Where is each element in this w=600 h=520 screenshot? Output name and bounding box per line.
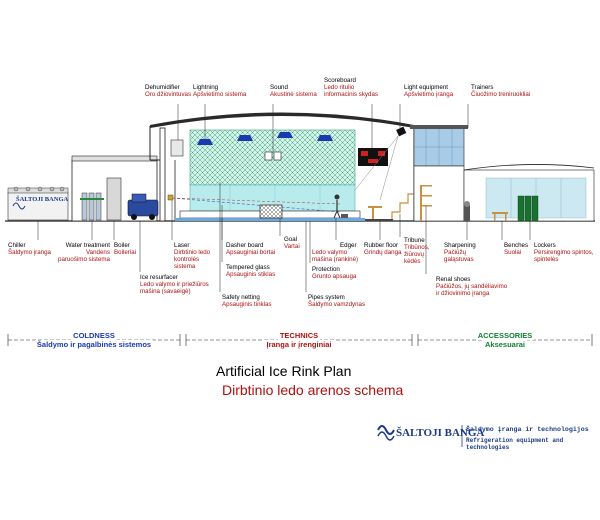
chiller-unit <box>7 186 69 221</box>
section-coldness: COLDNESS Šaldymo ir pagalbinės sistemos <box>34 331 154 349</box>
goal <box>259 204 283 219</box>
edger-operator <box>333 194 348 219</box>
lockers <box>517 195 539 222</box>
page-subtitle: Dirbtinio ledo arenos schema <box>222 382 404 398</box>
leader-lines <box>37 104 531 292</box>
spotlight <box>354 126 407 201</box>
page-title: Artificial Ice Rink Plan <box>216 363 352 379</box>
company-logo: ŠALTOJI BANGA <box>396 427 485 439</box>
scoreboard <box>358 148 388 166</box>
bench <box>492 212 508 214</box>
company-tagline-lt: Šaldymo įranga ir technologijos <box>466 426 589 433</box>
boiler <box>106 177 122 221</box>
coldness-building <box>7 155 176 222</box>
speakers <box>264 128 282 161</box>
arena-roof <box>150 112 414 128</box>
water-treatment-tanks <box>80 192 104 221</box>
arena <box>149 112 415 222</box>
section-technics: TECHNICS Įranga ir įrenginiai <box>264 331 334 349</box>
sharpening-machine <box>464 205 470 221</box>
ice-pipes <box>175 218 365 221</box>
chiller-logo-text: ŠALTOJI BANGA <box>16 196 69 203</box>
tribune <box>368 193 414 221</box>
rubber-floor <box>365 219 393 221</box>
logo-wave-icon <box>377 425 395 441</box>
section-accessories: ACCESSORIES Aksesuarai <box>475 331 535 349</box>
laser-unit <box>167 194 174 201</box>
ceiling-lights <box>197 132 333 145</box>
ice-resurfacer <box>127 193 159 220</box>
company-tagline-en: Refrigeration equipment and technologies <box>466 437 564 451</box>
accessories-building <box>410 125 595 222</box>
dehumidifier <box>170 139 184 157</box>
